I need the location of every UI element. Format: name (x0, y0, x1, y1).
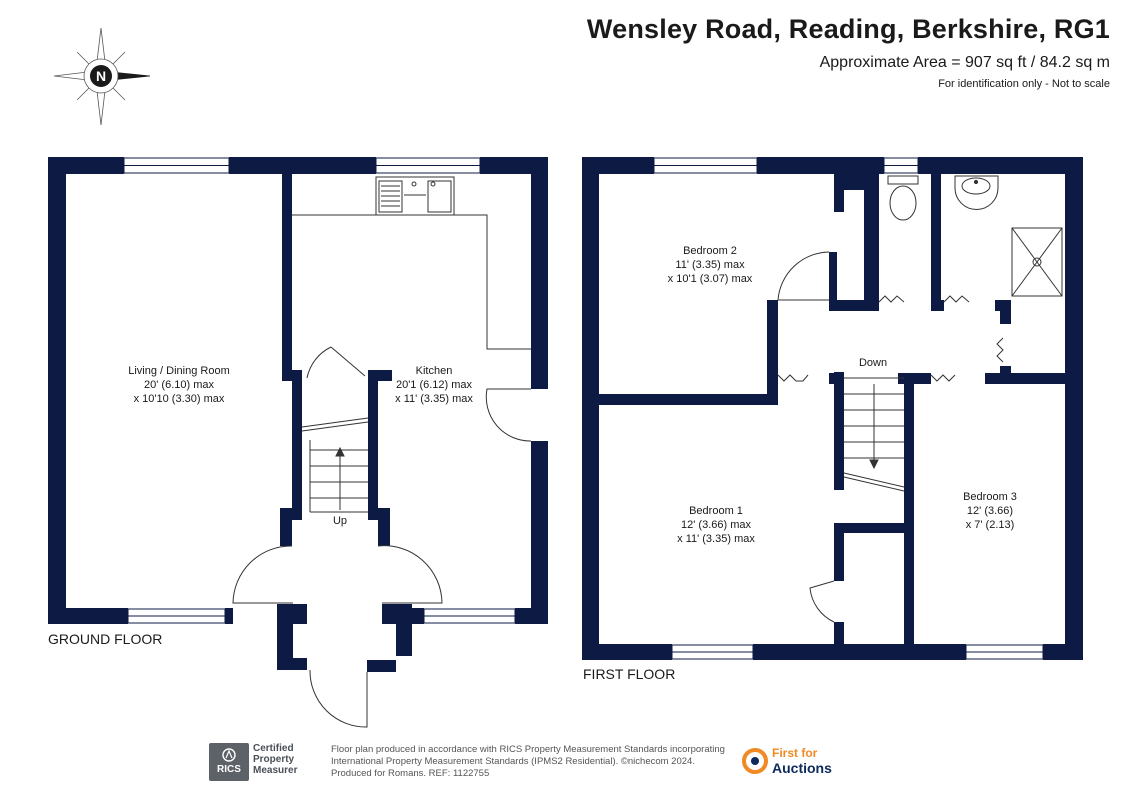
room-name-kitchen: Kitchen (416, 365, 453, 377)
rics-logo-icon (222, 748, 236, 762)
property-title: Wensley Road, Reading, Berkshire, RG1 (586, 14, 1110, 44)
first-stairs (843, 377, 905, 492)
footer-line3: Produced for Romans. REF: 1122755 (331, 768, 490, 779)
compass-north-letter: N (96, 68, 106, 84)
compass-icon: N (53, 27, 151, 126)
room-dim1-living: 20' (6.10) max (144, 379, 214, 391)
rics-badge: RICS (209, 743, 249, 781)
rics-line1: Certified (253, 743, 294, 754)
stairs-up-label: Up (333, 515, 347, 527)
approximate-area: Approximate Area = 907 sq ft / 84.2 sq m (819, 54, 1110, 71)
first-floor-windows (653, 157, 1044, 660)
room-dim2-living: x 10'10 (3.30) max (134, 393, 225, 405)
first-doors (777, 251, 1004, 623)
footer-line2: International Property Measurement Stand… (331, 756, 695, 767)
bathroom-fixtures (887, 175, 1063, 297)
stairs-down-label: Down (859, 357, 887, 369)
rics-badge-text: RICS (217, 764, 241, 775)
scale-disclaimer: For identification only - Not to scale (938, 78, 1110, 90)
kitchen-worktop (292, 176, 531, 350)
room-name-bedroom2: Bedroom 2 (683, 245, 737, 257)
room-dim2-bedroom1: x 11' (3.35) max (677, 533, 755, 545)
ground-stairs (301, 417, 369, 513)
room-dim2-bedroom2: x 10'1 (3.07) max (668, 273, 753, 285)
ground-floor-windows (123, 157, 516, 624)
room-dim2-kitchen: x 11' (3.35) max (395, 393, 473, 405)
room-name-bedroom3: Bedroom 3 (963, 491, 1017, 503)
ground-floor-label: GROUND FLOOR (48, 631, 163, 647)
room-name-living: Living / Dining Room (128, 365, 230, 377)
footer-disclaimer: Floor plan produced in accordance with R… (331, 744, 741, 780)
room-dim1-bedroom1: 12' (3.66) max (681, 519, 751, 531)
rics-certified-text: Certified Property Measurer (253, 743, 325, 776)
footer-line1: Floor plan produced in accordance with R… (331, 744, 725, 755)
room-dim1-bedroom3: 12' (3.66) (967, 505, 1013, 517)
first-floor-walls (582, 157, 1083, 660)
rics-line2: Property (253, 754, 295, 765)
ground-doors (232, 346, 532, 728)
first-floor-label: FIRST FLOOR (583, 666, 676, 682)
rics-certification: RICS Certified Property Measurer (209, 743, 325, 781)
brand-line2: Auctions (772, 760, 832, 776)
room-dim1-kitchen: 20'1 (6.12) max (396, 379, 473, 391)
rics-line3: Measurer (253, 765, 298, 776)
first-for-auctions-icon (742, 748, 768, 774)
room-dim2-bedroom3: x 7' (2.13) (966, 519, 1015, 531)
ground-floor-walls (48, 157, 548, 672)
first-for-auctions-logo: First for Auctions (742, 746, 852, 780)
room-name-bedroom1: Bedroom 1 (689, 505, 743, 517)
room-dim1-bedroom2: 11' (3.35) max (675, 259, 745, 271)
brand-line1: First for (772, 746, 818, 760)
